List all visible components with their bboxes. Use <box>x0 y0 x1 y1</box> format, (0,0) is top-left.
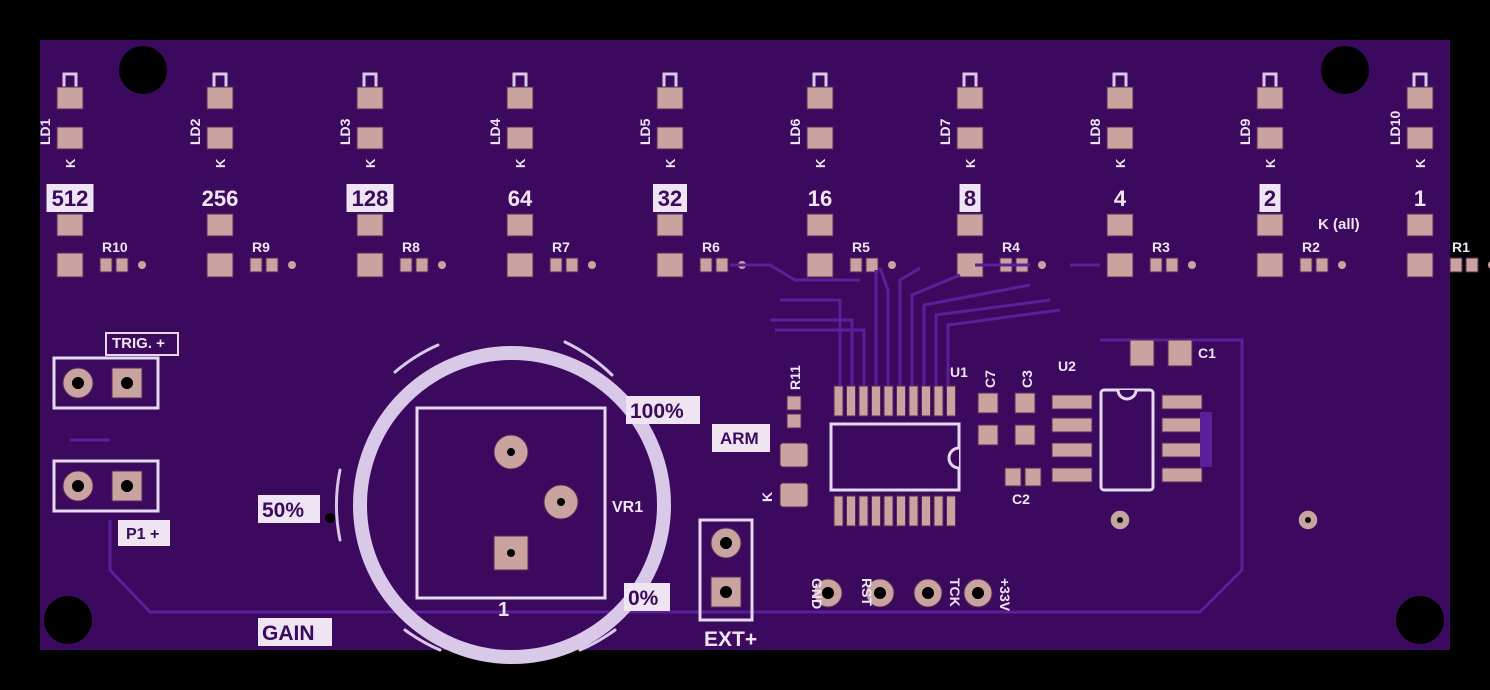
led-ref-label: LD6 <box>787 118 803 145</box>
resistor-label: R9 <box>252 239 270 255</box>
percent100-label: 100% <box>630 400 684 423</box>
led-value-label: 256 <box>202 186 239 211</box>
ext-connector <box>698 518 754 622</box>
percent50-label: 50% <box>262 499 304 522</box>
u2-label: U2 <box>1058 358 1076 374</box>
led-ref-label: LD2 <box>187 118 203 145</box>
cathode-label: K <box>1263 158 1278 168</box>
led-value-label: 2 <box>1264 186 1276 211</box>
trig-connector <box>52 356 160 410</box>
c3-label: C3 <box>1019 370 1035 388</box>
p1-label: P1 + <box>126 526 159 543</box>
resistor-label: R1 <box>1452 239 1470 255</box>
arm-cathode-label: K <box>759 492 775 502</box>
resistor-label: R6 <box>702 239 720 255</box>
c7-label: C7 <box>982 370 998 388</box>
mounting-hole <box>1321 46 1369 94</box>
cathode-label: K <box>363 158 378 168</box>
value-highlight <box>346 184 394 212</box>
led-value-label: 4 <box>1114 186 1127 211</box>
trig-label: TRIG. + <box>112 335 165 352</box>
led-ref-label: LD3 <box>337 118 353 145</box>
resistor-label: R10 <box>102 239 128 255</box>
led-ref-label: LD10 <box>1387 111 1403 145</box>
arm-led-anode-pad <box>779 442 809 468</box>
led-value-label: 8 <box>964 186 976 211</box>
cathode-label: K <box>213 158 228 168</box>
board-substrate <box>40 40 1450 650</box>
value-highlight <box>959 184 981 212</box>
p1-connector <box>52 459 160 513</box>
led-ref-label: LD9 <box>1237 118 1253 145</box>
led-value-label: 512 <box>52 186 89 211</box>
header-pin-label: +33V <box>997 578 1013 612</box>
led-value-label: 16 <box>808 186 832 211</box>
led-ref-label: LD1 <box>37 118 53 145</box>
value-highlight <box>46 184 94 212</box>
cathode-label: K <box>513 158 528 168</box>
header-labels: GND RST TCK +33V <box>809 578 1013 612</box>
cathode-label: K <box>1413 158 1428 168</box>
percent0-label: 0% <box>628 587 659 610</box>
led-value-label: 128 <box>352 186 389 211</box>
value-highlight <box>1259 184 1281 212</box>
cathode-label: K <box>963 158 978 168</box>
header-pin-label: TCK <box>947 578 963 607</box>
ext-label: EXT+ <box>704 628 757 651</box>
resistor-label: R4 <box>1002 239 1020 255</box>
arm-led-cathode-pad <box>779 482 809 508</box>
cathode-label: K <box>1113 158 1128 168</box>
resistor-label: R7 <box>552 239 570 255</box>
mounting-hole <box>1396 596 1444 644</box>
led-ref-label: LD4 <box>487 118 503 145</box>
resistor-label: R8 <box>402 239 420 255</box>
bus-traces <box>730 263 1100 390</box>
resistor-label: R5 <box>852 239 870 255</box>
programming-header <box>813 578 993 608</box>
capacitors <box>786 339 1193 487</box>
u1-ic <box>829 385 961 527</box>
vr1-pin1-label: 1 <box>498 599 509 621</box>
resistor-label: R2 <box>1302 239 1320 255</box>
value-highlight <box>653 184 687 212</box>
u1-label: U1 <box>950 364 968 380</box>
led-ref-label: LD7 <box>937 118 953 145</box>
c1-label: C1 <box>1198 345 1216 361</box>
led-ref-label: LD8 <box>1087 118 1103 145</box>
cathode-label: K <box>63 158 78 168</box>
u2-ic <box>1051 388 1212 492</box>
mounting-hole <box>44 596 92 644</box>
cathode-label: K <box>663 158 678 168</box>
led-array: LD1K512R10LD2K256R9LD3K128R8LD4K64R7LD5K… <box>37 72 1490 278</box>
led-value-label: 64 <box>508 186 533 211</box>
header-pin-label: GND <box>809 578 825 609</box>
arm-label: ARM <box>720 429 759 448</box>
led-value-label: 32 <box>658 186 682 211</box>
led-ref-label: LD5 <box>637 118 653 145</box>
k-all-label: K (all) <box>1318 216 1360 233</box>
mounting-hole <box>119 46 167 94</box>
vr1-label: VR1 <box>612 499 643 516</box>
gain-label: GAIN <box>262 622 315 645</box>
led-value-label: 1 <box>1414 186 1426 211</box>
cathode-label: K <box>813 158 828 168</box>
resistor-label: R3 <box>1152 239 1170 255</box>
ground-trace <box>108 338 1244 614</box>
c2-label: C2 <box>1012 491 1030 507</box>
header-pin-label: RST <box>859 578 875 606</box>
vr1-potentiometer <box>325 340 671 664</box>
r11-label: R11 <box>787 365 803 390</box>
